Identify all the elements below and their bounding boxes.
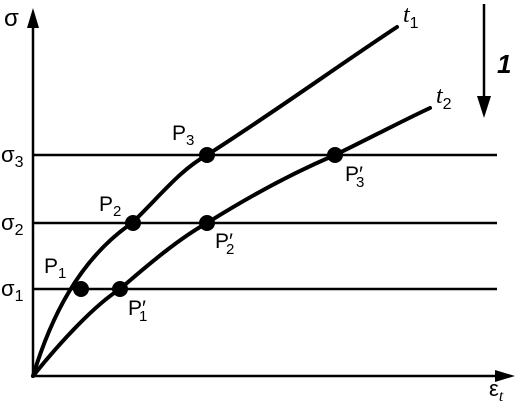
point-label-p1-prime: P′1: [128, 297, 147, 325]
point-label-p2: P2: [99, 193, 121, 220]
point-label-p3: P3: [172, 122, 194, 149]
point-p2-prime: [199, 215, 215, 231]
point-p3-prime: [327, 147, 343, 163]
point-label-p2-prime: P′2: [215, 230, 234, 258]
curve-label-t2: t2: [436, 83, 452, 113]
x-axis-arrowhead: [495, 370, 515, 382]
point-label-p1: P1: [44, 255, 66, 282]
point-p1-prime: [112, 281, 128, 297]
point-p1: [73, 281, 89, 297]
point-p3: [199, 147, 215, 163]
y-axis-arrowhead: [27, 8, 39, 28]
curve-t1: [31, 25, 399, 378]
point-p2: [125, 215, 141, 231]
level-label-sigma-1: σ1: [1, 276, 24, 305]
level-label-sigma-3: σ3: [1, 142, 24, 171]
level-label-sigma-2: σ2: [1, 210, 24, 239]
curve-label-t1: t1: [403, 2, 419, 32]
y-axis-label: σ: [4, 5, 19, 32]
point-label-p3-prime: P′3: [345, 163, 364, 191]
x-axis-label: εt: [489, 376, 504, 405]
time-arrow-head: [477, 96, 491, 118]
time-arrow-label: 1: [497, 49, 511, 79]
